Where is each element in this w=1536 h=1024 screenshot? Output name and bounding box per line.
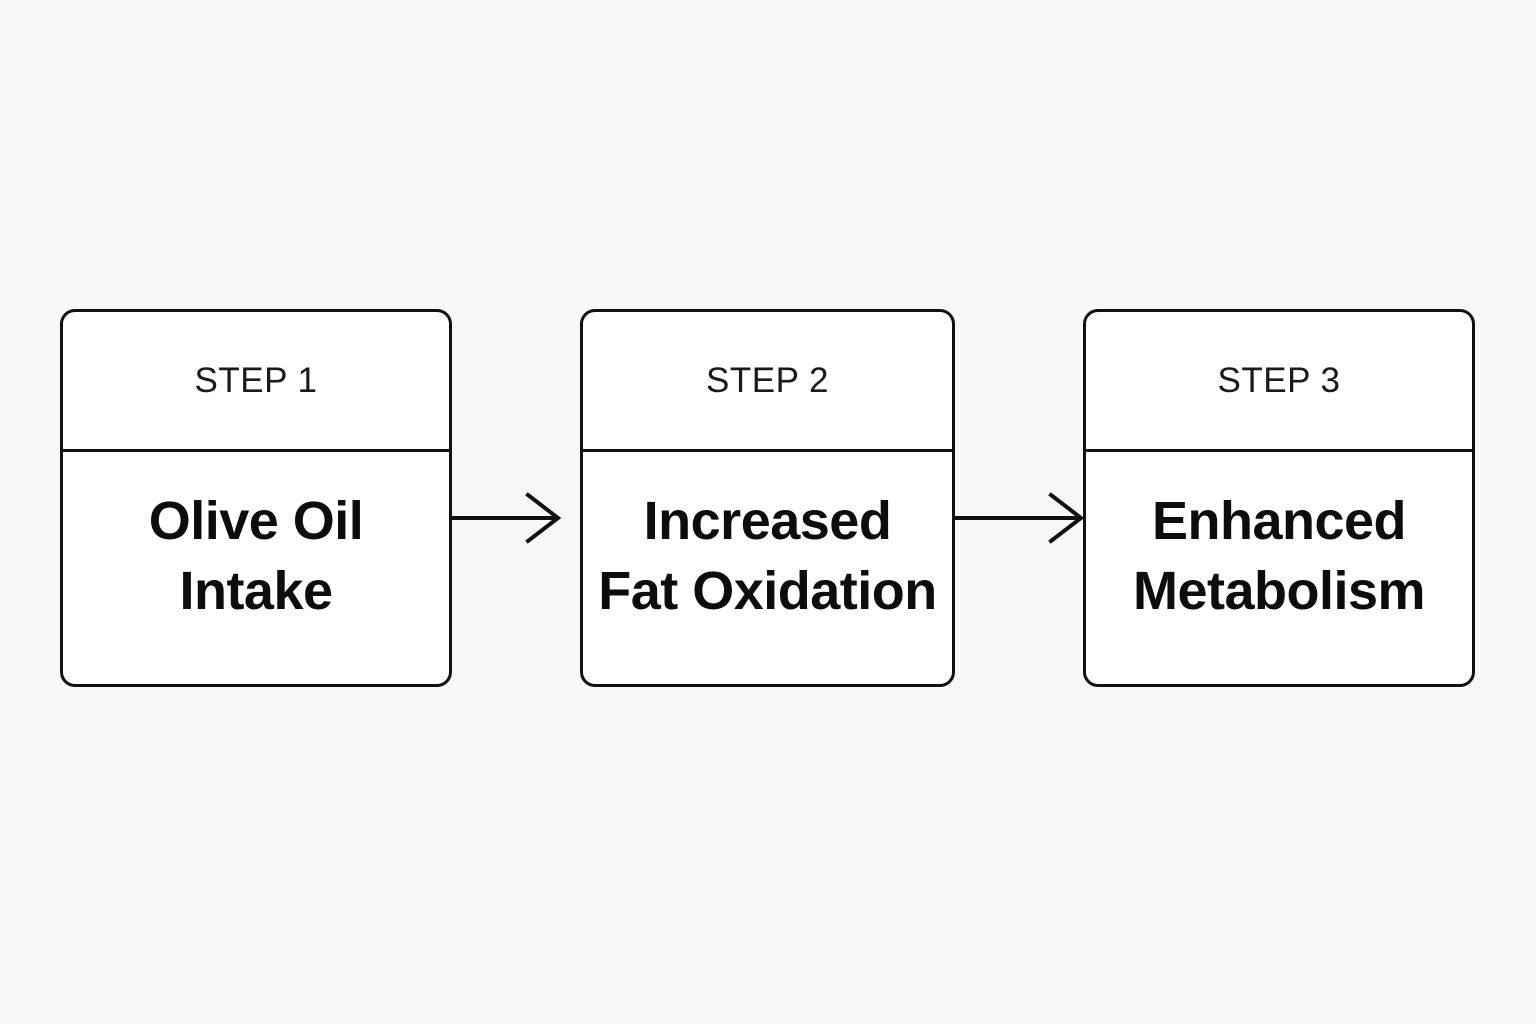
step-card-3-eyebrow: STEP 3 xyxy=(1217,361,1341,400)
connector-step1-to-step2 xyxy=(452,489,562,547)
step-card-1-title: Olive Oil Intake xyxy=(148,491,364,621)
step-card-3-header: STEP 3 xyxy=(1086,312,1472,452)
arrow-right-icon xyxy=(452,492,562,544)
arrow-right-icon xyxy=(955,492,1085,544)
connector-step2-to-step3 xyxy=(955,489,1085,547)
step-card-1-header: STEP 1 xyxy=(63,312,449,452)
step-card-3[interactable]: STEP 3 Enhanced Metabolism xyxy=(1083,309,1475,687)
step-card-2-title: Increased Fat Oxidation xyxy=(598,491,937,621)
step-card-3-body: Enhanced Metabolism xyxy=(1086,452,1472,684)
step-card-2-body: Increased Fat Oxidation xyxy=(583,452,952,684)
step-card-3-title: Enhanced Metabolism xyxy=(1132,491,1426,621)
step-card-2[interactable]: STEP 2 Increased Fat Oxidation xyxy=(580,309,955,687)
step-card-2-eyebrow: STEP 2 xyxy=(706,361,829,400)
step-card-1[interactable]: STEP 1 Olive Oil Intake xyxy=(60,309,452,687)
step-card-1-eyebrow: STEP 1 xyxy=(194,361,318,400)
step-card-2-header: STEP 2 xyxy=(583,312,952,452)
step-card-1-body: Olive Oil Intake xyxy=(63,452,449,684)
